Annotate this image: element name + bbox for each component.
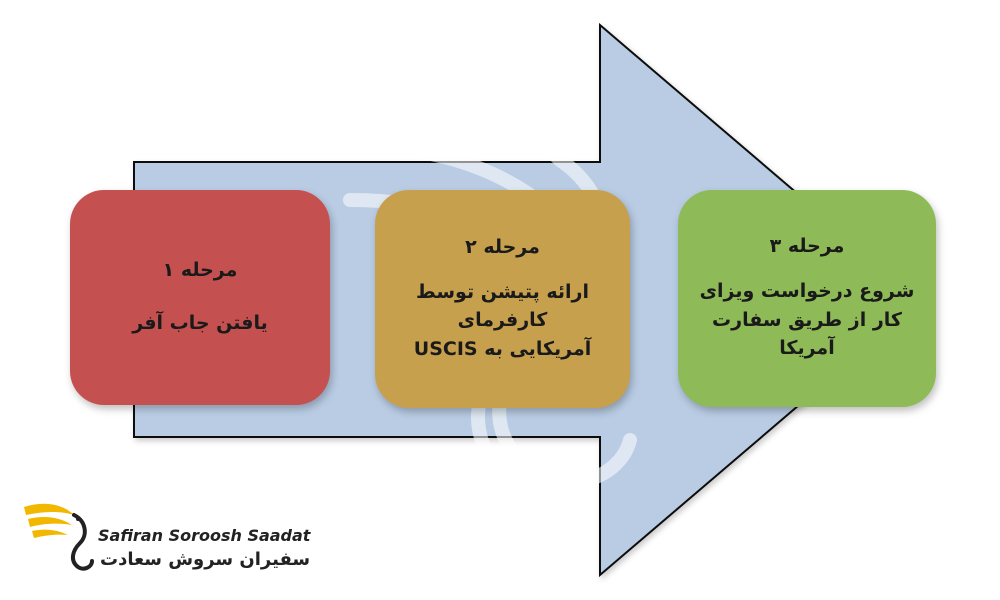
- bird-logo-icon: [24, 503, 94, 571]
- step-2-text: ارائه پتیشن توسط کارفرمای آمریکایی به US…: [413, 280, 592, 360]
- logo-name-fa: سفیران سروش سعادت: [100, 549, 311, 570]
- step-1-text: یافتن جاب آفر: [132, 311, 268, 334]
- step-3-text: شروع درخواست ویزای کار از طریق سفارت آمر…: [699, 280, 915, 360]
- step-3-title: مرحله ۳: [769, 235, 845, 258]
- step-3-box: مرحله ۳ شروع درخواست ویزای کار از طریق س…: [678, 190, 936, 407]
- logo-name-en: Safiran Soroosh Saadat: [98, 526, 311, 545]
- step-1-box: مرحله ۱ یافتن جاب آفر: [70, 190, 330, 405]
- step-2-title: مرحله ۲: [465, 235, 540, 258]
- step-2-box: مرحله ۲ ارائه پتیشن توسط کارفرمای آمریکا…: [375, 190, 630, 408]
- company-logo: Safiran Soroosh Saadat سفیران سروش سعادت: [10, 497, 310, 582]
- step-1-title: مرحله ۱: [162, 258, 238, 281]
